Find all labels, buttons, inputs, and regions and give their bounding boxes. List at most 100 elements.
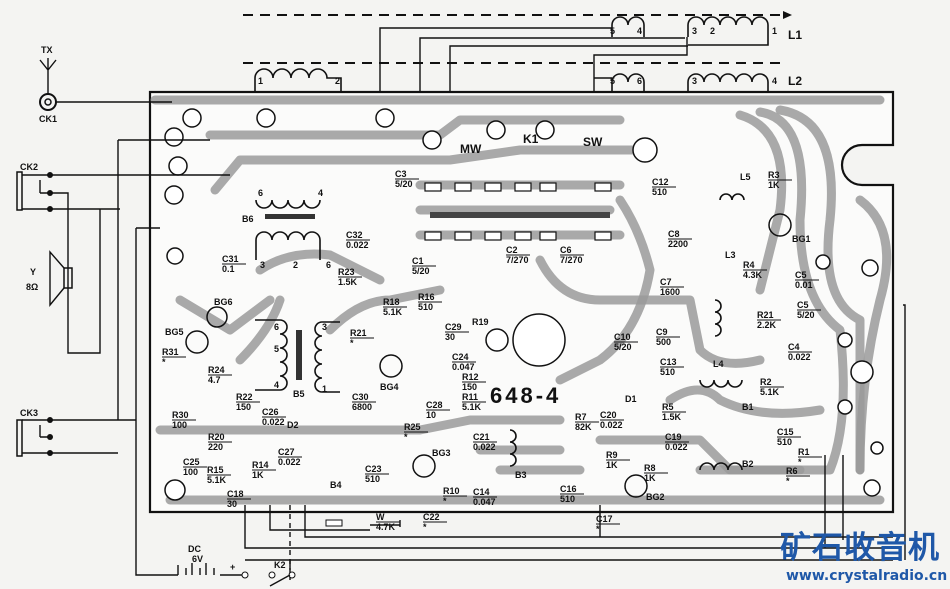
component-ref: D2 — [287, 420, 299, 430]
svg-text:5: 5 — [610, 26, 615, 36]
component-ref: R9 — [606, 450, 618, 460]
component-ref: C6 — [560, 245, 572, 255]
component-ref: R31 — [162, 347, 179, 357]
component-value: 0.047 — [473, 497, 496, 507]
component-value: 0.022 — [346, 240, 369, 250]
coil-l1 — [611, 16, 769, 46]
label-speaker: Y — [30, 267, 36, 277]
component-ref: C1 — [412, 256, 424, 266]
component-ref: C7 — [660, 277, 672, 287]
speaker-icon — [49, 250, 73, 307]
component-ref: R10 — [443, 486, 460, 496]
component-value: 0.047 — [452, 362, 475, 372]
component-ref: C21 — [473, 432, 490, 442]
component-ref: C26 — [262, 407, 279, 417]
volume-potentiometer-w[interactable] — [325, 519, 343, 527]
component-value: 5/20 — [797, 310, 815, 320]
component-ref: C5 — [797, 300, 809, 310]
transformer-b5 — [255, 319, 340, 393]
component-ref: B6 — [242, 214, 254, 224]
component-value: 1K — [768, 180, 780, 190]
label-mw: MW — [460, 142, 482, 156]
antenna-jack-ck1[interactable] — [39, 93, 57, 111]
component-value: 510 — [418, 302, 433, 312]
component-ref: BG5 — [165, 327, 184, 337]
component-value: 4.7K — [376, 522, 396, 532]
component-ref: R21 — [350, 328, 367, 338]
component-ref: C2 — [506, 245, 518, 255]
earphone-jack-ck2[interactable] — [16, 171, 53, 212]
component-ref: D1 — [625, 394, 637, 404]
component-ref: R19 — [472, 317, 489, 327]
component-ref: C22 — [423, 512, 440, 522]
component-value: 5.1K — [462, 402, 482, 412]
component-ref: BG4 — [380, 382, 399, 392]
component-value: 82K — [575, 422, 592, 432]
component-value: * — [786, 476, 790, 486]
component-ref: R15 — [207, 465, 224, 475]
component-ref: R21 — [757, 310, 774, 320]
component-ref: R20 — [208, 432, 225, 442]
component-value: * — [350, 338, 354, 348]
coil-antenna — [254, 68, 342, 205]
component-value: 100 — [183, 467, 198, 477]
component-value: 5/20 — [412, 266, 430, 276]
component-value: 5.1K — [207, 475, 227, 485]
component-value: 0.022 — [278, 457, 301, 467]
component-value: 510 — [660, 367, 675, 377]
component-ref: BG1 — [792, 234, 811, 244]
component-value: 0.022 — [788, 352, 811, 362]
component-value: 7/270 — [506, 255, 529, 265]
power-switch-k2[interactable] — [268, 571, 296, 587]
component-ref: L3 — [725, 250, 736, 260]
component-ref: R7 — [575, 412, 587, 422]
copper-traces — [150, 95, 892, 505]
svg-text:6: 6 — [637, 76, 642, 86]
svg-text:4: 4 — [637, 26, 642, 36]
component-ref: B4 — [330, 480, 342, 490]
component-value: 5.1K — [383, 307, 403, 317]
component-ref: R24 — [208, 365, 225, 375]
band-switch-k1[interactable] — [424, 182, 612, 241]
mounting-holes — [164, 108, 884, 501]
transistors — [185, 213, 792, 498]
component-value: * — [798, 457, 802, 467]
svg-text:4: 4 — [772, 76, 777, 86]
component-ref: C18 — [227, 489, 244, 499]
label-l2: L2 — [788, 74, 802, 88]
component-ref: C29 — [445, 322, 462, 332]
antenna-icon — [39, 58, 57, 95]
component-value: 7/270 — [560, 255, 583, 265]
earphone-jack-ck3[interactable] — [16, 417, 136, 457]
component-ref: R11 — [462, 392, 478, 402]
component-ref: C12 — [652, 177, 669, 187]
label-ck3: CK3 — [20, 408, 38, 418]
coil-l2 — [611, 73, 769, 150]
component-ref: B5 — [293, 389, 305, 399]
label-speaker-imp: 8Ω — [26, 282, 38, 292]
label-ck1: CK1 — [39, 114, 57, 124]
component-value: 5/20 — [614, 342, 632, 352]
component-ref: R23 — [338, 267, 355, 277]
svg-text:4: 4 — [274, 380, 279, 390]
component-value: 10 — [426, 410, 436, 420]
component-value: 0.022 — [473, 442, 496, 452]
component-value: 0.022 — [665, 442, 688, 452]
component-ref: R5 — [662, 402, 674, 412]
component-value: 4.3K — [743, 270, 763, 280]
label-dc-v: 6V — [192, 554, 203, 564]
component-ref: C17 — [596, 514, 613, 524]
component-value: 0.022 — [262, 417, 285, 427]
component-ref: C32 — [346, 230, 363, 240]
component-ref: R4 — [743, 260, 755, 270]
label-ck2: CK2 — [20, 162, 38, 172]
component-ref: C24 — [452, 352, 469, 362]
component-ref: R22 — [236, 392, 253, 402]
svg-text:6: 6 — [274, 322, 279, 332]
component-ref: C25 — [183, 457, 200, 467]
component-ref: C14 — [473, 487, 490, 497]
board-code: 648-4 — [490, 383, 561, 408]
component-value: * — [443, 496, 447, 506]
